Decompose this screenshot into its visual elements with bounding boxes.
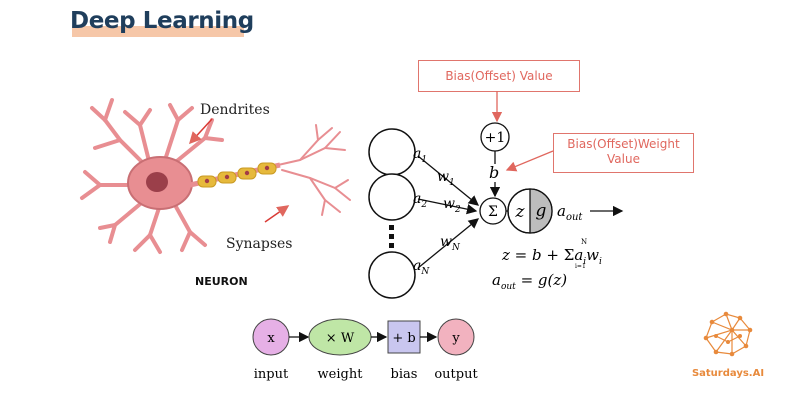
equation-sum-top: N [581, 238, 587, 246]
equation-aout: aout = g(z) [492, 271, 567, 292]
synapses-pointer [264, 205, 290, 223]
bias-node-label: +1 [485, 130, 506, 146]
dendrites-pointer [188, 118, 213, 145]
input-node-1 [368, 128, 416, 176]
bias-weight-callout: Bias(Offset)Weight Value [553, 133, 694, 173]
bias-weight-text-line1: Bias(Offset)Weight [567, 137, 680, 151]
bias-weight-pointer [505, 150, 554, 172]
neuron-caption: NEURON [195, 275, 248, 288]
page-title: Deep Learning [70, 8, 254, 34]
ellipsis-dots [389, 225, 394, 248]
title-underline [72, 26, 244, 37]
output-a: aout [557, 202, 583, 223]
pipeline-caption-bias: bias [391, 367, 418, 382]
neuron-illustration [80, 98, 351, 254]
pipeline-bias-node [387, 320, 421, 354]
pipeline-diagram: x × W + b y input weight bias output [252, 318, 478, 382]
input-node-2 [368, 173, 416, 221]
activation-g: g [536, 201, 547, 221]
title-container: Deep Learning [70, 8, 254, 34]
input-node-n [368, 251, 416, 299]
label-aN: aN [413, 258, 430, 277]
bias-value-text: Bias(Offset) Value [445, 69, 553, 83]
pipeline-output-label: y [451, 331, 460, 346]
activation-z: z [515, 202, 526, 222]
pipeline-output-node [437, 318, 475, 356]
equation-sum-bottom: i=1 [575, 263, 586, 270]
saturdays-ai-logo: Saturdays.AI [692, 311, 764, 379]
label-a1: a1 [413, 146, 427, 165]
dendrites-label: Dendrites [200, 102, 270, 118]
synapses-label: Synapses [226, 236, 292, 252]
equation-z: z = b + Σaiwi [501, 246, 602, 267]
label-w1: w1 [437, 169, 455, 188]
pipeline-caption-weight: weight [318, 367, 364, 382]
bias-weight-text-line2: Value [607, 152, 640, 166]
pipeline-caption-input: input [254, 367, 289, 382]
bias-weight-b: b [489, 163, 499, 182]
label-a2: a2 [413, 191, 427, 210]
pipeline-input-label: x [267, 331, 275, 346]
label-wN: wN [440, 234, 461, 253]
label-w2: w2 [443, 196, 461, 215]
logo-text: Saturdays.AI [692, 368, 764, 379]
pipeline-weight-label: × W [326, 331, 355, 346]
pipeline-caption-output: output [434, 367, 478, 382]
bias-value-callout: Bias(Offset) Value [418, 60, 580, 92]
pipeline-bias-label: + b [392, 331, 415, 346]
summation-symbol: Σ [488, 204, 498, 220]
perceptron-diagram: +1 b Σ z g aout a1 a2 aN w1 w2 wN z = b … [368, 122, 624, 299]
